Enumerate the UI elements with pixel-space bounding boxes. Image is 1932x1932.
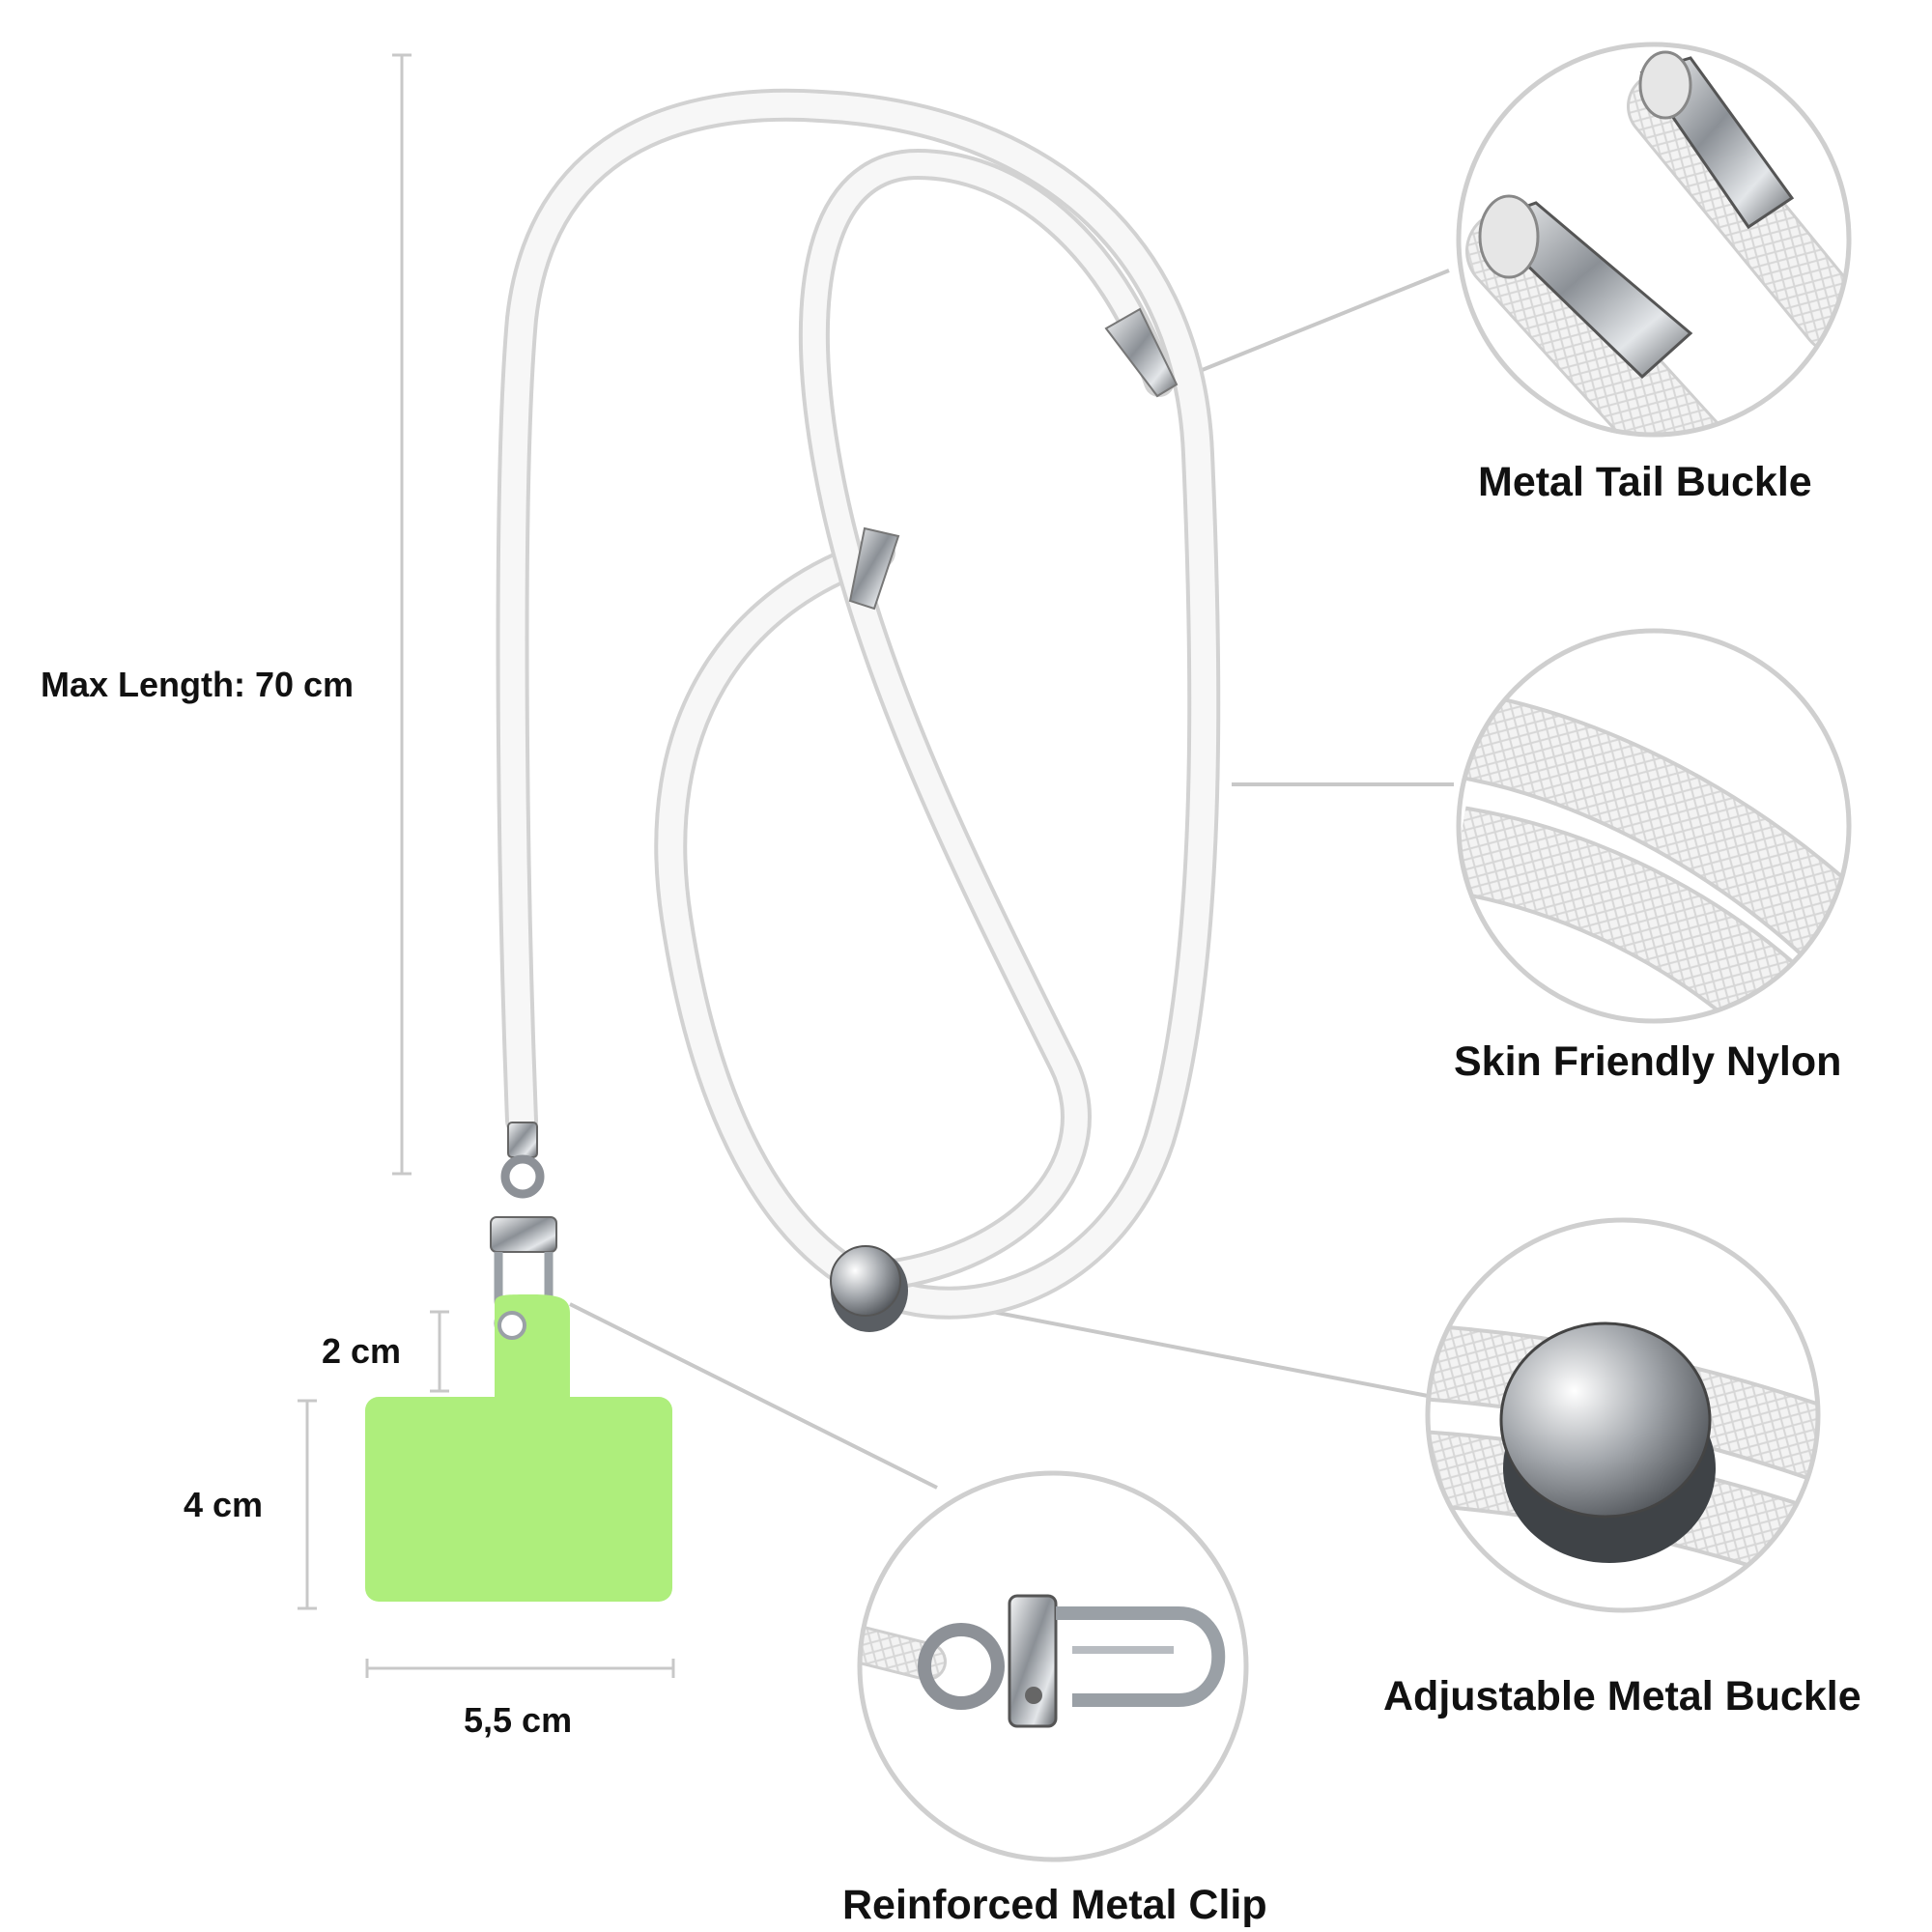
detail-circle-adjustable-buckle: [1425, 1217, 1821, 1613]
reinforced-metal-clip-label: Reinforced Metal Clip: [842, 1882, 1267, 1928]
cord-tail-tip-1: [1104, 307, 1179, 398]
detail-circle-metal-clip: [857, 1470, 1249, 1862]
phone-tab-pad: [365, 1294, 672, 1602]
metal-tail-buckle-label: Metal Tail Buckle: [1478, 459, 1812, 505]
length-dimension-line: [392, 53, 412, 1176]
pad-width-label: 5,5 cm: [464, 1700, 573, 1740]
pad-height-label: 4 cm: [184, 1485, 264, 1524]
detail-circle-tail-buckle: [1456, 42, 1852, 438]
max-length-label: Max Length: 70 cm: [41, 665, 355, 704]
lanyard-cord: [496, 88, 1221, 1320]
callout-connectors: [569, 269, 1454, 1490]
pad-height-dimension-line: [298, 1399, 317, 1610]
pad-width-dimension-line: [365, 1659, 675, 1678]
tab-neck-dimension-line: [430, 1310, 449, 1393]
cord-tail-tip-2: [848, 526, 900, 611]
skin-friendly-nylon-label: Skin Friendly Nylon: [1454, 1038, 1842, 1085]
tab-neck-height-label: 2 cm: [322, 1331, 402, 1371]
adjustable-buckle: [830, 1245, 908, 1332]
detail-circle-nylon: [1456, 628, 1852, 1024]
adjustable-metal-buckle-label: Adjustable Metal Buckle: [1383, 1673, 1861, 1719]
